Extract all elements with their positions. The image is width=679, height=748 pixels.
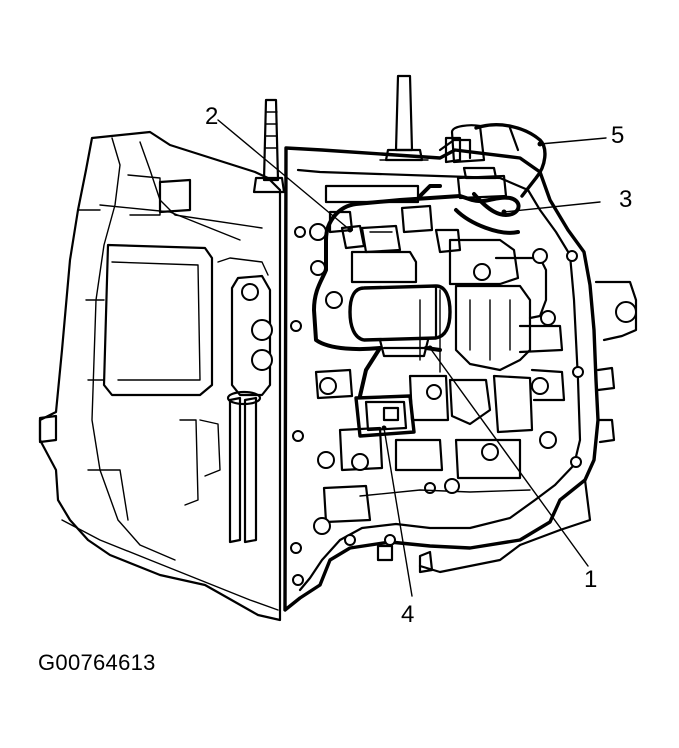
leader-lines	[217, 119, 607, 597]
callout-1: 1	[584, 566, 597, 593]
transmission-case-left	[38, 130, 282, 622]
solenoid-main	[348, 284, 452, 358]
callout-5: 5	[611, 122, 624, 149]
callout-3: 3	[619, 186, 632, 213]
connector-2	[340, 224, 402, 254]
breather-tube	[252, 98, 286, 194]
transmission-case-right	[376, 138, 638, 574]
callout-labels: 2 5 3 1 4	[205, 103, 632, 628]
callout-2: 2	[205, 103, 218, 130]
figure-id: G00764613	[38, 650, 156, 675]
wiring-harness	[312, 184, 521, 398]
output-shaft	[379, 74, 429, 162]
callout-4: 4	[401, 601, 414, 628]
sensor-4	[354, 394, 416, 438]
valve-body-housing	[283, 146, 600, 612]
harness-connector-5	[444, 123, 547, 198]
connector-3	[456, 166, 508, 200]
valve-body-internals	[309, 184, 566, 535]
